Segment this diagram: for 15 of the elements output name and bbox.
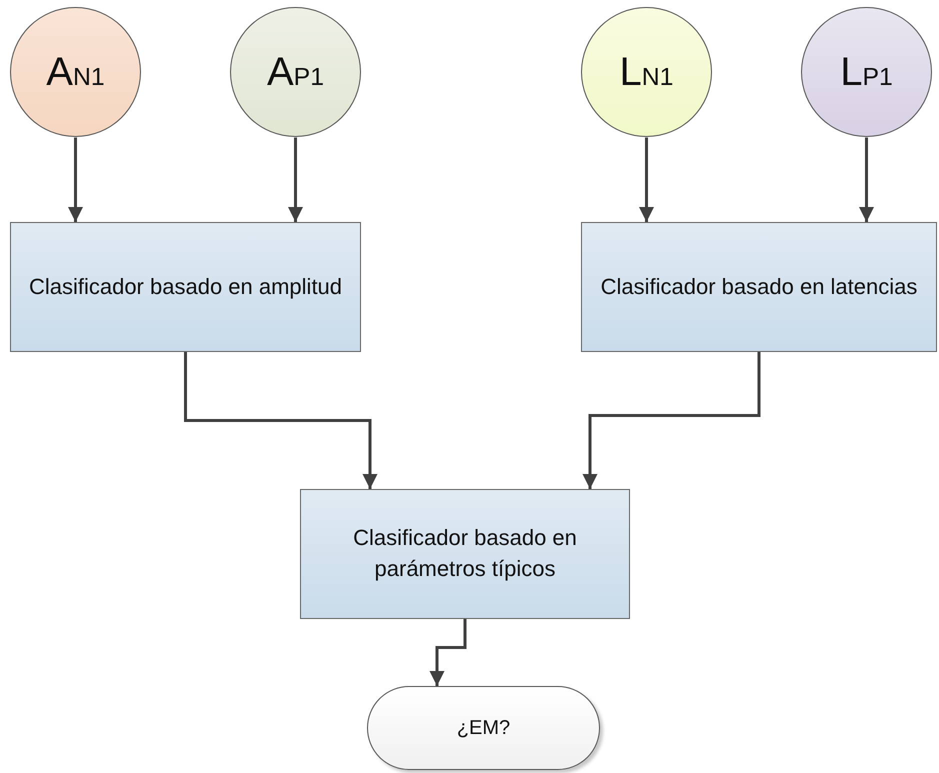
terminator-shape (367, 686, 600, 770)
process-box (10, 222, 361, 352)
node-label: Clasificador basado en amplitud (28, 272, 342, 301)
process-box (300, 489, 630, 619)
arrow (639, 138, 654, 222)
arrow (288, 138, 303, 222)
arrow (184, 352, 378, 489)
node-label: ¿EM? (456, 716, 510, 740)
arrow (582, 352, 760, 489)
arrow (430, 619, 466, 686)
arrow (859, 138, 874, 222)
node-label: Clasificador basado en parámetros típicos (352, 524, 578, 583)
arrow (68, 138, 83, 222)
process-box (581, 222, 937, 352)
node-label: Clasificador basado en latencias (600, 272, 918, 301)
